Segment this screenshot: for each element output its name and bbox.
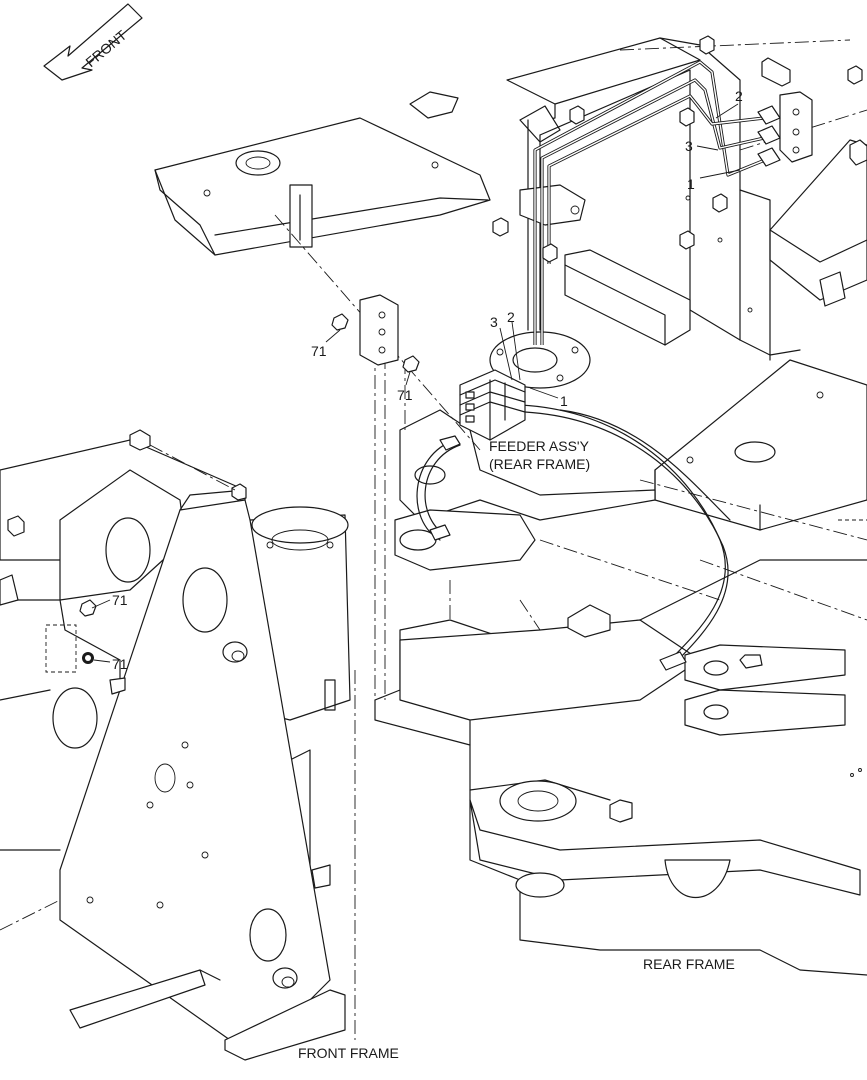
bolt-71-a	[331, 313, 349, 331]
callout-1-top: 1	[687, 176, 695, 192]
callout-leaders	[91, 103, 741, 663]
front-arrow-icon: FRONT	[43, 3, 143, 81]
callout-2-feeder: 2	[507, 309, 515, 325]
clamp-plate-upper	[359, 294, 399, 366]
front-frame-label: FRONT FRAME	[298, 1045, 399, 1061]
feeder-assembly-sublabel: (REAR FRAME)	[489, 456, 590, 472]
callout-3-top: 3	[685, 138, 693, 154]
callout-3-feeder: 3	[490, 314, 498, 330]
front-frame-structure	[0, 429, 351, 1061]
bolt-71-c	[79, 599, 97, 617]
callout-71-d: 71	[112, 656, 128, 672]
feeder-block	[429, 369, 526, 541]
hose-assembly	[416, 60, 781, 671]
bolt-71-d	[82, 652, 94, 664]
callout-2-top: 2	[735, 88, 743, 104]
pad-squares	[492, 35, 867, 777]
rear-frame-structure	[154, 37, 867, 976]
bolt-71-b	[402, 355, 420, 373]
callout-71-c: 71	[112, 592, 128, 608]
callout-71-a: 71	[311, 343, 327, 359]
callout-1-feeder: 1	[560, 393, 568, 409]
callout-71-b: 71	[397, 387, 413, 403]
feeder-assembly-label: FEEDER ASS'Y	[489, 438, 590, 454]
rear-frame-label: REAR FRAME	[643, 956, 735, 972]
